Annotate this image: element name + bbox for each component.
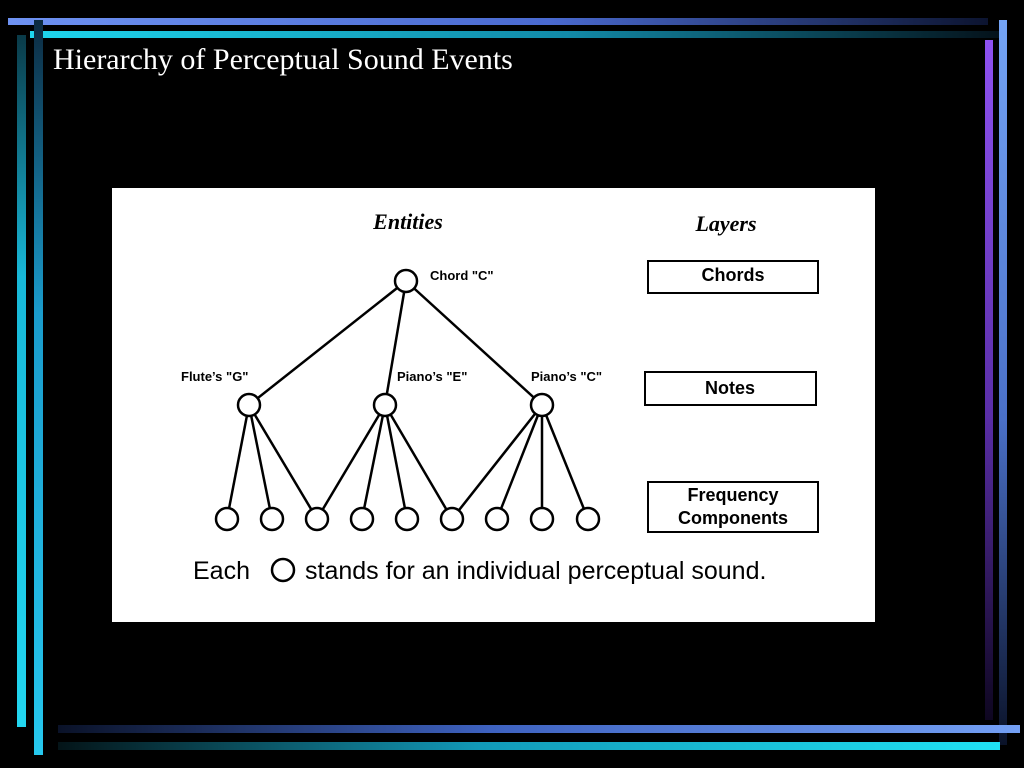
decorative-bar-top-inner (30, 31, 1005, 38)
node-label-chord: Chord "C" (430, 268, 494, 283)
edge (247, 404, 319, 520)
node-label-note: Piano’s "C" (531, 369, 602, 384)
caption-each: Each (193, 557, 250, 585)
decorative-bar-right-inner (985, 40, 993, 720)
layer-label-frequency: Frequency (687, 485, 778, 505)
edge (405, 280, 543, 406)
edge (247, 404, 274, 520)
edge (383, 404, 454, 520)
node-frequency-component (439, 506, 465, 532)
edge (451, 404, 543, 520)
edge (360, 404, 387, 520)
diagram-panel: Entities Layers Chord "C (112, 188, 875, 622)
caption-text: stands for an individual perceptual soun… (305, 557, 766, 585)
hierarchy-diagram: Entities Layers Chord "C (181, 209, 819, 585)
node-note (372, 392, 398, 418)
edge (315, 404, 387, 520)
node-frequency-component (484, 506, 510, 532)
layers-heading: Layers (694, 211, 756, 236)
entities-heading: Entities (372, 209, 443, 234)
decorative-bar-left (17, 35, 26, 727)
node-frequency-component (214, 506, 240, 532)
node-label-note: Flute’s "G" (181, 369, 248, 384)
edge (225, 404, 251, 520)
slide-title: Hierarchy of Perceptual Sound Events (53, 43, 513, 76)
decorative-bar-bottom-inner (58, 725, 1020, 733)
edge (495, 404, 544, 520)
layer-box-frequency-components (647, 481, 819, 533)
node-frequency-component (304, 506, 330, 532)
node-note (236, 392, 262, 418)
node-frequency-component (529, 506, 555, 532)
node-frequency-component (575, 506, 601, 532)
node-chord (393, 268, 419, 294)
edge (383, 404, 409, 520)
layer-box-notes (644, 371, 817, 406)
node-note (529, 392, 555, 418)
layer-label-notes: Notes (705, 378, 755, 398)
node-frequency-component (349, 506, 375, 532)
layer-label-chords: Chords (702, 265, 765, 285)
layer-label-components: Components (678, 508, 788, 528)
decorative-bar-bottom (58, 742, 1000, 750)
edge (540, 404, 590, 520)
edge (248, 280, 407, 406)
decorative-bar-left-inner (34, 20, 43, 755)
node-label-note: Piano’s "E" (397, 369, 467, 384)
decorative-bar-right (999, 20, 1007, 745)
node-frequency-component (259, 506, 285, 532)
node-frequency-component (394, 506, 420, 532)
layer-box-chords (647, 260, 819, 294)
legend-circle-icon (270, 557, 296, 583)
edge (383, 280, 408, 406)
decorative-bar-top (8, 18, 988, 25)
